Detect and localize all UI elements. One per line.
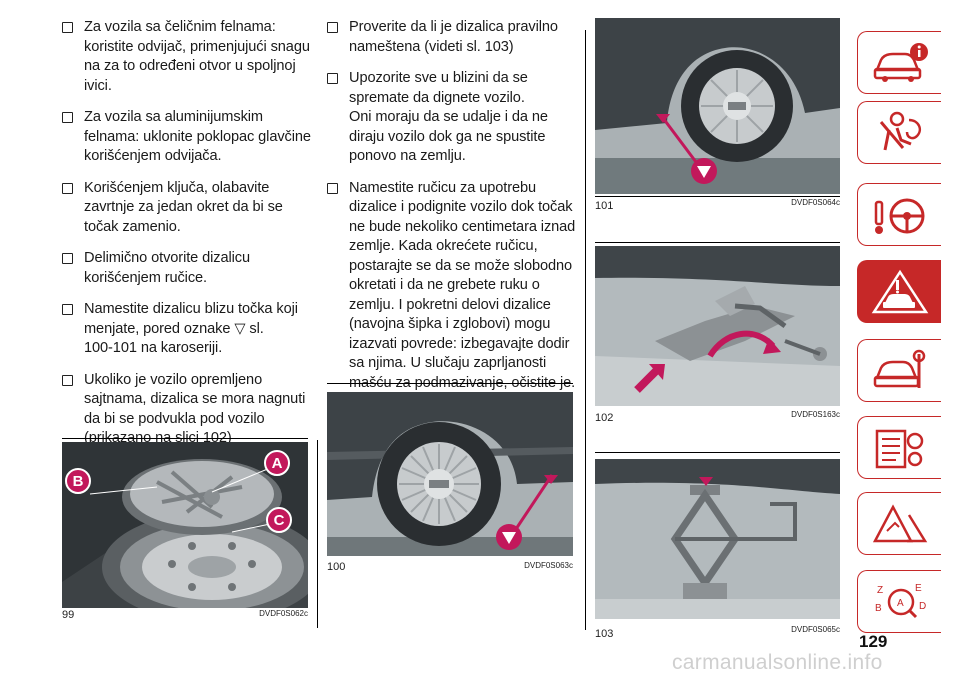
checkbox-bullet-icon xyxy=(327,182,338,194)
list-item: Proverite da li je dizalica pravilno nam… xyxy=(327,18,579,57)
tab-maintenance[interactable] xyxy=(857,339,941,402)
bullet-text: Upozorite sve u blizini da se spremate d… xyxy=(349,70,548,164)
list-item: Korišćenjem ključa, olabavite zavrtnje z… xyxy=(62,179,312,238)
page-number: 129 xyxy=(859,632,888,651)
text-column-1: Za vozila sa čeličnim felnama: koristite… xyxy=(62,18,312,461)
figure-rule xyxy=(595,196,840,197)
checkbox-bullet-icon xyxy=(62,22,73,33)
column-divider xyxy=(585,30,586,630)
jack-tilted-illustration xyxy=(595,246,840,406)
car-wrench-icon xyxy=(873,349,925,388)
tab-safety[interactable] xyxy=(857,101,941,164)
bullet-text: Namestite dizalicu blizu točka koji menj… xyxy=(84,301,298,356)
callout-badge-c: C xyxy=(266,507,292,533)
svg-text:A: A xyxy=(897,598,904,609)
column-divider xyxy=(317,440,318,628)
figure-code: DVDF0S064c xyxy=(791,198,840,207)
checkbox-bullet-icon xyxy=(62,253,73,264)
figure-code: DVDF0S062c xyxy=(259,609,308,618)
watermark: carmanualsonline.info xyxy=(672,651,883,674)
list-item: Namestite dizalicu blizu točka koji menj… xyxy=(62,300,312,359)
checkbox-bullet-icon xyxy=(327,73,338,84)
bullet-text: Delimično otvorite dizalicu korišćenjem … xyxy=(84,250,251,286)
figure-102: 102 DVDF0S163c xyxy=(595,242,840,424)
list-item: Za vozila sa aluminijumskim felnama: ukl… xyxy=(62,108,312,167)
callout-badge-b: B xyxy=(65,468,91,494)
steering-wheel-icon xyxy=(874,198,924,234)
figure-rule xyxy=(595,242,840,243)
document-gears-icon xyxy=(875,429,923,468)
svg-text:E: E xyxy=(915,583,922,594)
list-item: Upozorite sve u blizini da se spremate d… xyxy=(327,69,579,167)
figure-number: 101 xyxy=(595,200,614,212)
airbag-person-icon xyxy=(879,111,921,150)
figure-99: B A C 99 DVDF0S062c xyxy=(62,438,308,623)
figure-number: 99 xyxy=(62,609,75,621)
figure-rule xyxy=(62,438,308,439)
checkbox-bullet-icon xyxy=(62,374,73,386)
list-item: Za vozila sa čeličnim felnama: koristite… xyxy=(62,18,312,96)
figure-code: DVDF0S163c xyxy=(791,410,840,419)
bullet-text: Za vozila sa čeličnim felnama: koristite… xyxy=(84,19,310,94)
figure-number: 103 xyxy=(595,628,614,640)
car-warning-icon xyxy=(871,269,928,313)
bullet-text: Korišćenjem ključa, olabavite zavrtnje z… xyxy=(84,179,283,235)
alphabet-index-icon: Z E B D A xyxy=(875,583,926,618)
bullet-text: Namestite ručicu za upotrebu dizalice i … xyxy=(349,179,576,391)
car-wheel-illustration xyxy=(595,18,840,194)
checkbox-bullet-icon xyxy=(62,112,73,123)
tab-emergency[interactable] xyxy=(857,260,941,323)
car-info-icon xyxy=(873,42,928,82)
bullet-text: Proverite da li je dizalica pravilno nam… xyxy=(349,19,558,55)
warning-triangles-icon xyxy=(872,503,927,542)
jack-positioned-illustration xyxy=(595,459,840,619)
list-item: Namestite ručicu za upotrebu dizalice i … xyxy=(327,179,579,394)
list-item: Ukoliko je vozilo opremljeno sajtnama, d… xyxy=(62,371,312,449)
tab-car-info[interactable] xyxy=(857,31,941,94)
figure-101: 101 DVDF0S064c xyxy=(595,18,840,213)
figure-rule xyxy=(595,452,840,453)
list-item: Delimično otvorite dizalicu korišćenjem … xyxy=(62,249,312,288)
figure-100: 100 DVDF0S063c xyxy=(327,383,573,575)
car-wheel-illustration xyxy=(327,392,573,556)
figure-number: 102 xyxy=(595,412,614,424)
tab-multimedia[interactable] xyxy=(857,492,941,555)
text-column-2: Proverite da li je dizalica pravilno nam… xyxy=(327,18,579,405)
tab-index[interactable]: Z E B D A xyxy=(857,570,941,633)
checkbox-bullet-icon xyxy=(327,22,338,33)
bullet-text: Za vozila sa aluminijumskim felnama: ukl… xyxy=(84,109,311,164)
figure-code: DVDF0S063c xyxy=(524,561,573,570)
figure-number: 100 xyxy=(327,561,346,573)
callout-badge-a: A xyxy=(264,450,290,476)
tab-technical-data[interactable] xyxy=(857,416,941,479)
figure-103: 103 DVDF0S065c xyxy=(595,452,840,640)
svg-text:Z: Z xyxy=(877,585,883,596)
tab-controls[interactable] xyxy=(857,183,941,246)
checkbox-bullet-icon xyxy=(62,304,73,315)
checkbox-bullet-icon xyxy=(62,182,73,194)
svg-text:B: B xyxy=(875,603,882,614)
figure-code: DVDF0S065c xyxy=(791,625,840,634)
svg-text:D: D xyxy=(919,601,926,612)
figure-rule xyxy=(327,383,573,384)
bullet-text: Ukoliko je vozilo opremljeno sajtnama, d… xyxy=(84,371,306,447)
